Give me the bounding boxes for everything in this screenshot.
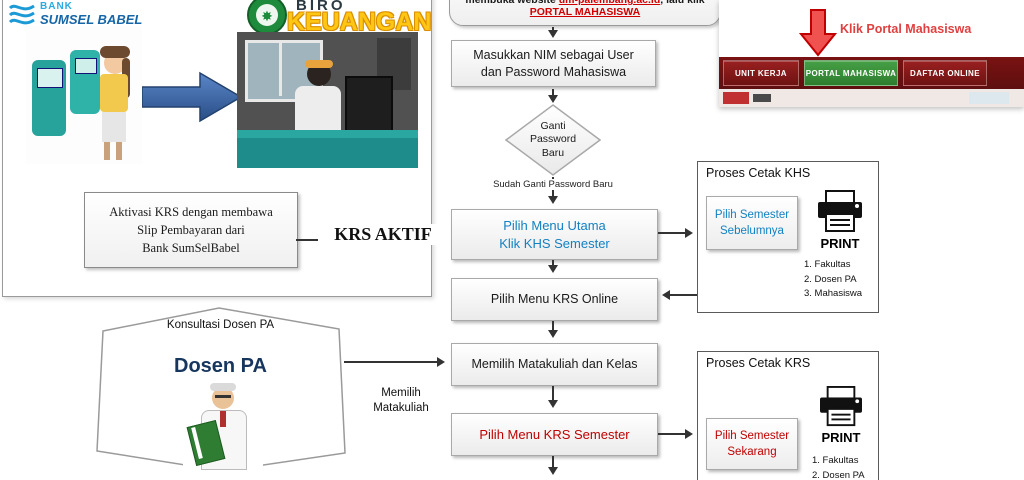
krs-aktif-label: KRS AKTIF (318, 224, 448, 245)
dosen-pa-label: Dosen PA (174, 355, 267, 377)
menu-item-daftar-online: DAFTAR ONLINE (903, 60, 987, 86)
finance-office-illustration (237, 32, 418, 168)
right-block-arrow-icon (142, 71, 243, 123)
klik-portal-label: Klik Portal Mahasiswa (840, 22, 972, 36)
arrow-krs-to-print (658, 429, 693, 439)
website-menubar: UNIT KERJA PORTAL MAHASISWA DAFTAR ONLIN… (719, 57, 1024, 89)
khs-list-item: 1. Fakultas (804, 259, 851, 270)
flow-arrow-6 (548, 386, 558, 408)
flow-step-khs-semester: Pilih Menu Utama Klik KHS Semester (451, 209, 658, 260)
flow-arrow-4 (548, 260, 558, 273)
keuangan-label: KEUANGAN (287, 8, 432, 36)
konsultasi-dosen-scroll: Konsultasi Dosen PA Dosen PA (93, 303, 348, 480)
flow-step-krs-online: Pilih Menu KRS Online (451, 278, 658, 321)
krs-list-item: 1. Fakultas (812, 455, 859, 466)
website-content-strip (719, 89, 1024, 107)
khs-list-item: 3. Mahasiswa (804, 288, 863, 299)
flow-step-login: Masukkan NIM sebagai User dan Password M… (451, 40, 656, 87)
bank-sumsel-logo-icon (8, 4, 35, 25)
flow-step-pilih-matakuliah: Memilih Matakuliah dan Kelas (451, 343, 658, 386)
bank-logo-line2: SUMSEL BABEL (40, 12, 143, 27)
khs-recipient-list: 1. Fakultas 2. Dosen PA 3. Mahasiswa (804, 258, 862, 302)
arrow-dosen-to-matakuliah (344, 357, 445, 367)
menu-item-portal-mahasiswa: PORTAL MAHASISWA (804, 60, 898, 86)
decision-note: Sudah Ganti Password Baru (491, 179, 615, 190)
memilih-matakuliah-label: Memilih Matakuliah (373, 387, 429, 414)
print-label-krs: PRINT (821, 430, 861, 445)
printer-icon (820, 386, 862, 427)
portal-mahasiswa-link-text: PORTAL MAHASISWA (529, 6, 641, 18)
flow-arrow-1 (548, 27, 558, 38)
bank-logo-line1: BANK (40, 1, 73, 12)
arrow-print-to-krsonline (662, 290, 697, 300)
krs-list-item: 2. Dosen PA (812, 469, 865, 480)
biro-label: BIRO (296, 0, 346, 14)
step0-prefix: membuka website (465, 0, 559, 6)
flow-step-open-website: membuka website um-palembang.ac.id, lalu… (449, 0, 721, 26)
konsultasi-title: Konsultasi Dosen PA (166, 319, 275, 331)
aktivasi-krs-note: Aktivasi KRS dengan membawa Slip Pembaya… (84, 192, 298, 268)
step2-line1: Pilih Menu Utama (503, 217, 606, 233)
flow-arrow-5 (548, 321, 558, 338)
flow-arrow-2 (548, 89, 558, 103)
menu-item-unit-kerja: UNIT KERJA (723, 60, 799, 86)
decision-text: Ganti Password Baru (529, 120, 577, 159)
step0-mid: , lalu klik (660, 0, 705, 6)
pilih-semester-sekarang-box: Pilih Semester Sekarang (706, 418, 798, 470)
pilih-semester-sebelumnya-box: Pilih Semester Sebelumnya (706, 196, 798, 250)
muhammadiyah-emblem-icon: ✸ (247, 0, 287, 35)
proses-cetak-khs-group: Proses Cetak KHS Pilih Semester Sebelumn… (697, 161, 879, 313)
website-link-text: um-palembang.ac.id (558, 0, 661, 6)
flow-arrow-7 (548, 456, 558, 475)
flow-decision-ganti-password: Ganti Password Baru (504, 104, 602, 176)
print-label-khs: PRINT (820, 236, 860, 251)
step2-line2: Klik KHS Semester (499, 235, 610, 251)
cetak-khs-title: Proses Cetak KHS (706, 166, 811, 180)
lecturer-illustration (183, 383, 263, 475)
bank-teller-illustration (26, 26, 142, 164)
flow-step-krs-semester: Pilih Menu KRS Semester (451, 413, 658, 456)
printer-icon (818, 190, 862, 232)
khs-list-item: 2. Dosen PA (804, 273, 857, 285)
arrow-khs-to-print (658, 228, 693, 238)
krs-recipient-list: 1. Fakultas 2. Dosen PA (812, 454, 865, 480)
click-portal-arrow-icon (799, 9, 837, 57)
cetak-krs-title: Proses Cetak KRS (706, 356, 811, 370)
proses-cetak-krs-group: Proses Cetak KRS PRINT Pilih Semester Se… (697, 351, 879, 480)
svg-text:✸: ✸ (261, 8, 273, 24)
